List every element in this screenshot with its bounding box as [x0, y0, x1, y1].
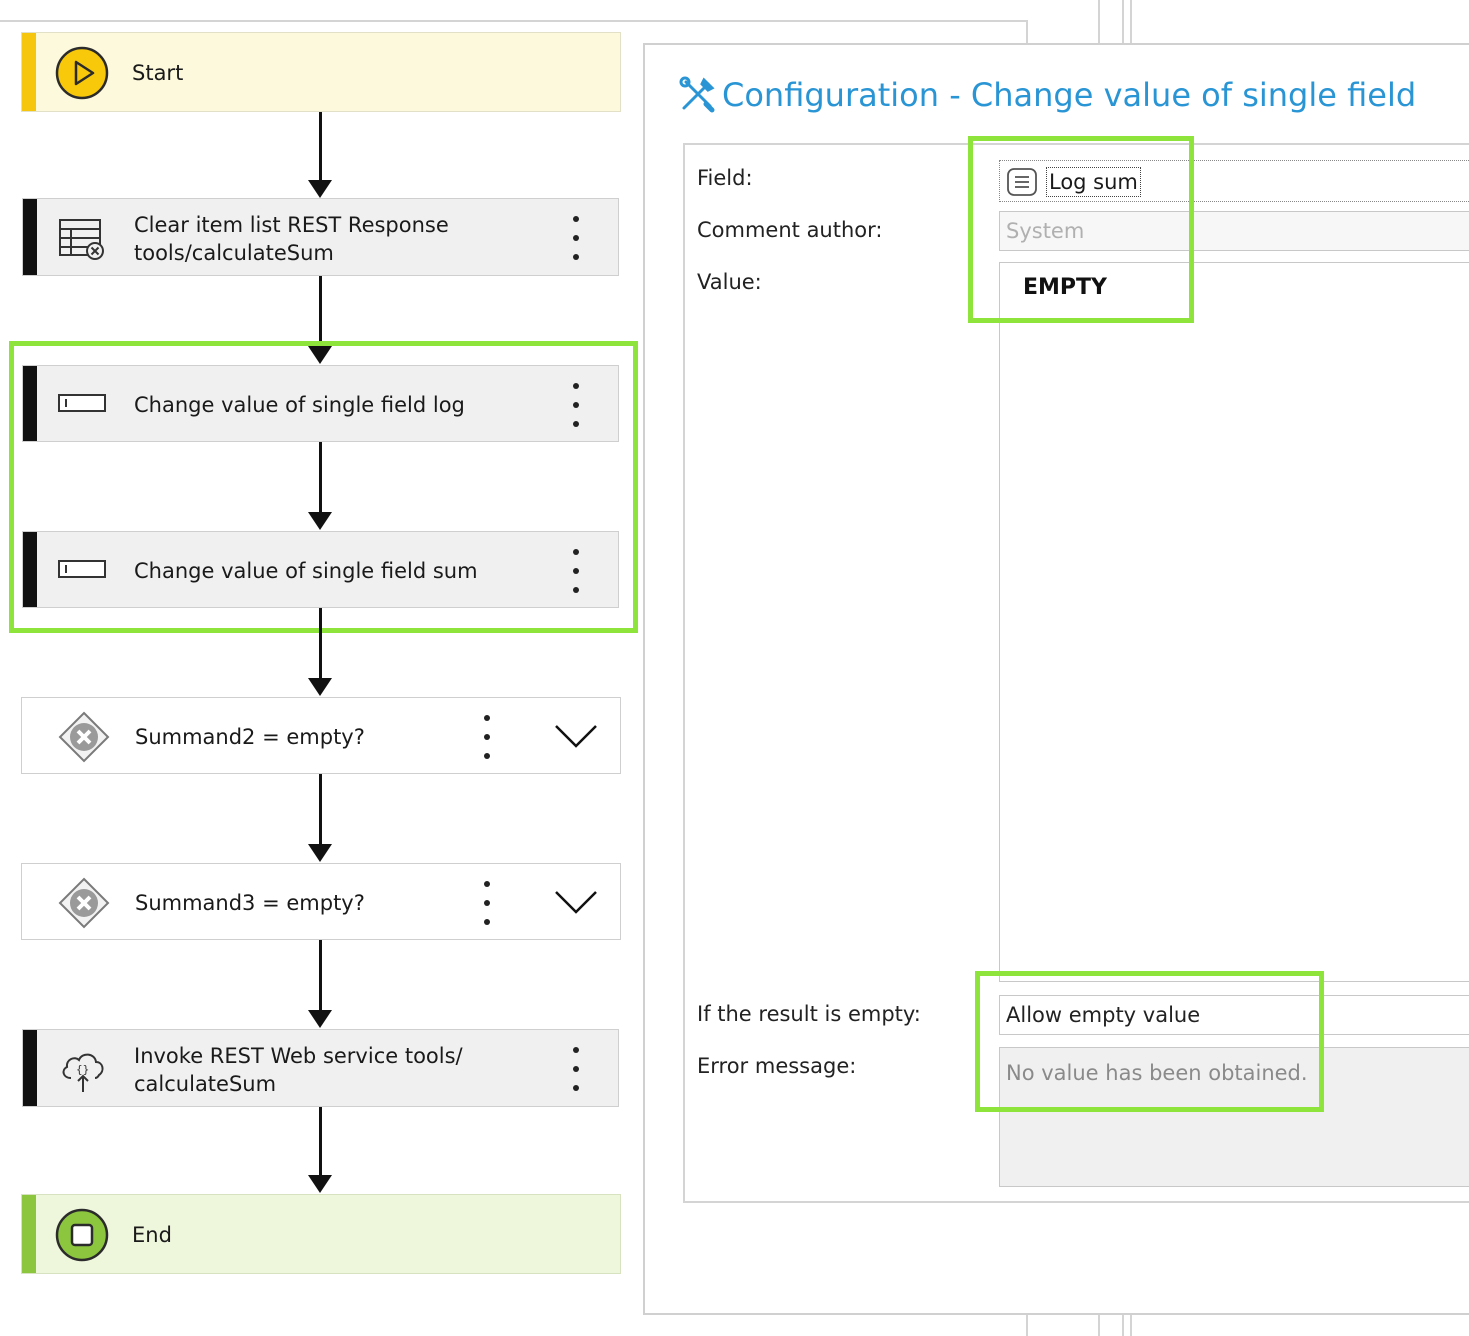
condition-x-icon: [58, 877, 110, 929]
invoke-rest-node[interactable]: {} Invoke REST Web service tools/ calcul…: [22, 1029, 619, 1107]
condition-summand2-node[interactable]: Summand2 = empty?: [21, 697, 621, 774]
node-menu-button[interactable]: [566, 216, 586, 260]
node-menu-button[interactable]: [477, 715, 497, 759]
node-title: Change value of single field log: [134, 393, 465, 417]
end-label: End: [132, 1223, 172, 1247]
node-title-line1: Invoke REST Web service tools/: [134, 1044, 463, 1068]
if-empty-select[interactable]: Allow empty value: [999, 995, 1469, 1035]
node-menu-button[interactable]: [477, 881, 497, 925]
highlight-box-nodes: [9, 341, 638, 633]
node-title-line2: tools/calculateSum: [134, 241, 334, 265]
config-title: Configuration - Change value of single f…: [722, 76, 1417, 114]
field-select[interactable]: Log sum: [999, 160, 1469, 202]
cloud-api-icon: {}: [62, 1053, 104, 1092]
tools-icon: [679, 76, 715, 113]
highlight-box-empty-result: [975, 971, 1324, 1112]
comment-author-input[interactable]: System: [999, 211, 1469, 251]
field-value: Log sum: [1046, 167, 1141, 197]
error-message-placeholder: No value has been obtained.: [1006, 1061, 1308, 1085]
list-field-icon: [1007, 168, 1037, 196]
node-title-line1: Clear item list REST Response: [134, 213, 449, 237]
change-value-log-node[interactable]: Change value of single field log: [22, 365, 619, 442]
chevron-down-icon[interactable]: [554, 886, 598, 916]
start-label: Start: [132, 61, 184, 85]
value-token[interactable]: EMPTY: [1023, 275, 1107, 300]
node-title: Summand3 = empty?: [135, 891, 365, 915]
value-label: Value:: [697, 270, 762, 294]
node-title: Summand2 = empty?: [135, 725, 365, 749]
clear-item-list-node[interactable]: Clear item list REST Response tools/calc…: [22, 198, 619, 276]
field-icon: [58, 394, 106, 412]
chevron-down-icon[interactable]: [554, 720, 598, 750]
end-node[interactable]: End: [21, 1194, 621, 1274]
stop-icon: [55, 1208, 109, 1262]
condition-summand3-node[interactable]: Summand3 = empty?: [21, 863, 621, 940]
start-node[interactable]: Start: [21, 32, 621, 112]
if-empty-label: If the result is empty:: [697, 1002, 921, 1026]
comment-author-label: Comment author:: [697, 218, 883, 242]
start-accent: [22, 33, 36, 111]
node-title: Change value of single field sum: [134, 559, 478, 583]
play-icon: [55, 46, 109, 100]
comment-author-placeholder: System: [1006, 219, 1085, 243]
field-icon: [58, 560, 106, 578]
error-message-textarea[interactable]: [999, 1047, 1469, 1187]
value-editor[interactable]: [999, 262, 1469, 982]
node-title-line2: calculateSum: [134, 1072, 277, 1096]
change-value-sum-node[interactable]: Change value of single field sum: [22, 531, 619, 608]
if-empty-value: Allow empty value: [1006, 1003, 1201, 1027]
field-label: Field:: [697, 166, 753, 190]
svg-text:{}: {}: [76, 1063, 89, 1076]
node-menu-button[interactable]: [566, 549, 586, 593]
node-menu-button[interactable]: [566, 1047, 586, 1091]
condition-x-icon: [58, 711, 110, 763]
node-menu-button[interactable]: [566, 383, 586, 427]
highlight-box-field: [968, 136, 1194, 323]
error-message-label: Error message:: [697, 1054, 857, 1078]
clear-list-icon: [59, 219, 104, 260]
